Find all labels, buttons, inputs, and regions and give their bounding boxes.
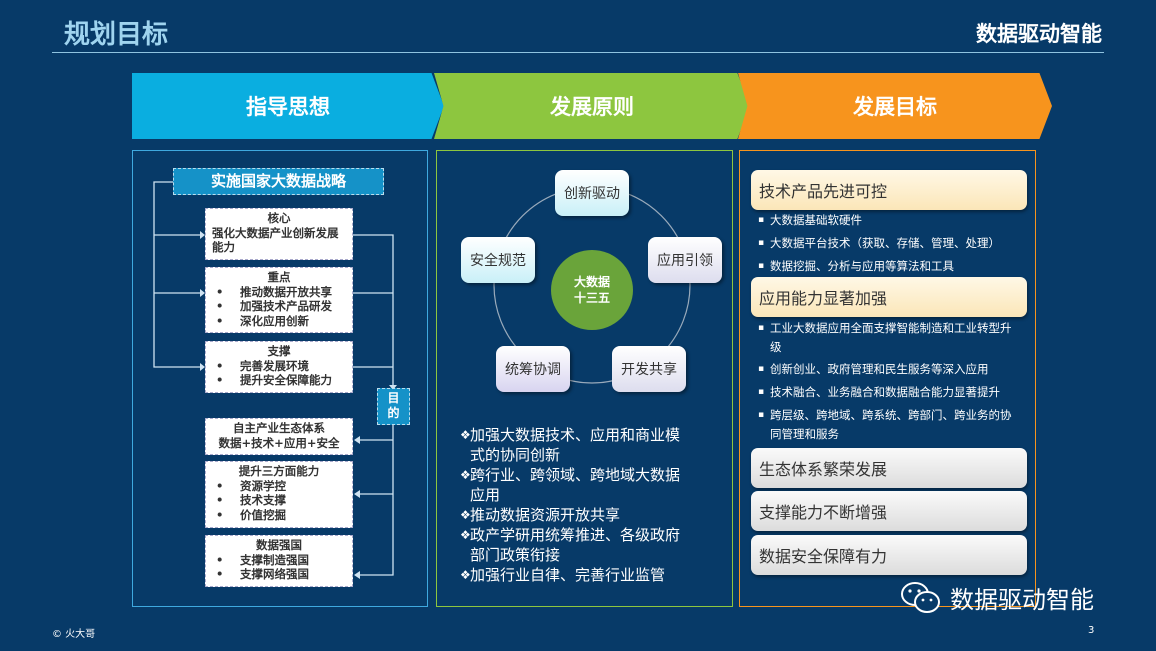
goal-bullet: 数据挖掘、分析与应用等算法和工具 (758, 257, 1028, 276)
arrow-label: 发展目标 (853, 95, 937, 119)
brand-title: 数据驱动智能 (976, 22, 1102, 46)
box-bullet: 价值挖掘 (212, 508, 346, 523)
data-power-box: 数据强国支撑制造强国支撑网络强国 (205, 535, 353, 587)
diamond-icon: ❖ (460, 468, 471, 482)
support-box: 支撑完善发展环境提升安全保障能力 (205, 341, 353, 393)
box-bullet: 资源学控 (212, 479, 346, 494)
principle-text: 政产学研用统筹推进、各级政府部门政策衔接 (470, 526, 681, 564)
page-number: 3 (1088, 625, 1095, 636)
watermark: 数据驱动智能 (900, 580, 1094, 615)
goal-bullet: 大数据基础软硬件 (758, 211, 1028, 230)
principle-item: ❖跨行业、跨领域、跨地域大数据应用 (436, 465, 733, 505)
goal-bullet: 跨层级、跨地域、跨系统、跨部门、跨业务的协同管理和服务 (758, 406, 1020, 444)
principle-text: 跨行业、跨领域、跨地域大数据应用 (470, 466, 681, 504)
diamond-icon: ❖ (460, 428, 471, 442)
node-sharing: 开发共享 (612, 346, 686, 392)
diamond-icon: ❖ (460, 508, 471, 522)
goal-header-application: 应用能力显著加强 (751, 277, 1027, 317)
box-text: 强化大数据产业创新发展能力 (212, 225, 339, 255)
box-bullet: 完善发展环境 (212, 359, 346, 374)
principle-item: ❖加强行业自律、完善行业监管 (436, 565, 733, 585)
box-bullet: 加强技术产品研发 (212, 299, 346, 314)
arrow-goals: 发展目标 (738, 73, 1052, 139)
node-coordination: 统筹协调 (496, 346, 570, 392)
goal-bullet: 工业大数据应用全面支撑智能制造和工业转型升级 (758, 319, 1020, 357)
box-title: 支撑 (267, 344, 291, 358)
goal-header-tech: 技术产品先进可控 (751, 170, 1027, 210)
principles-panel (436, 150, 733, 607)
node-security: 安全规范 (461, 237, 535, 283)
box-title: 自主产业生态体系 (233, 421, 325, 435)
core-box: 核心强化大数据产业创新发展能力 (205, 208, 353, 260)
goal-bullet: 技术融合、业务融合和数据融合能力显著提升 (758, 383, 1028, 402)
box-bullet: 支撑网络强国 (212, 567, 346, 582)
diamond-icon: ❖ (460, 528, 471, 542)
principle-text: 推动数据资源开放共享 (470, 506, 621, 524)
goal-header-security: 数据安全保障有力 (751, 535, 1027, 575)
arrow-label: 指导思想 (246, 95, 330, 119)
goals-panel (739, 150, 1036, 607)
diamond-icon: ❖ (460, 568, 471, 582)
principles-list: ❖加强大数据技术、应用和商业模式的协同创新 ❖跨行业、跨领域、跨地域大数据应用 … (436, 425, 733, 585)
goal-bullet: 创新创业、政府管理和民生服务等深入应用 (758, 360, 1028, 379)
ecosystem-box: 自主产业生态体系数据+技术+应用+安全 (205, 418, 353, 455)
box-title: 提升三方面能力 (238, 464, 320, 478)
box-title: 重点 (267, 270, 291, 284)
goal-bullet: 大数据平台技术（获取、存储、管理、处理） (758, 234, 1028, 253)
header-divider (52, 52, 1104, 53)
principle-item: ❖推动数据资源开放共享 (436, 505, 733, 525)
goal-header-ecosystem: 生态体系繁荣发展 (751, 448, 1027, 488)
purpose-box: 目的 (377, 388, 410, 425)
box-text: 数据+技术+应用+安全 (218, 435, 340, 450)
box-bullet: 深化应用创新 (212, 314, 346, 329)
arrow-guide: 指导思想 (132, 73, 444, 139)
wechat-icon (901, 581, 940, 613)
principle-text: 加强行业自律、完善行业监管 (470, 566, 666, 584)
principle-item: ❖加强大数据技术、应用和商业模式的协同创新 (436, 425, 733, 465)
box-bullet: 提升安全保障能力 (212, 373, 346, 388)
box-title: 核心 (267, 211, 291, 225)
page-title: 规划目标 (64, 20, 169, 50)
node-application: 应用引领 (648, 237, 722, 283)
principle-text: 加强大数据技术、应用和商业模式的协同创新 (470, 426, 681, 464)
capability-box: 提升三方面能力资源学控技术支撑价值挖掘 (205, 461, 353, 528)
strategy-banner: 实施国家大数据战略 (173, 168, 384, 195)
watermark-text: 数据驱动智能 (950, 586, 1094, 614)
arrow-principles: 发展原则 (434, 73, 750, 139)
box-bullet: 支撑制造强国 (212, 553, 346, 568)
box-title: 数据强国 (256, 538, 302, 552)
copyright: © 火大哥 (52, 629, 96, 640)
principle-item: ❖政产学研用统筹推进、各级政府部门政策衔接 (436, 525, 733, 565)
center-circle: 大数据十三五 (551, 250, 633, 330)
guide-panel (132, 150, 428, 607)
center-label: 十三五 (573, 291, 610, 305)
focus-box: 重点推动数据开放共享加强技术产品研发深化应用创新 (205, 267, 353, 333)
goal-header-support: 支撑能力不断增强 (751, 491, 1027, 531)
box-bullet: 推动数据开放共享 (212, 285, 346, 300)
node-innovation: 创新驱动 (555, 170, 629, 216)
arrow-label: 发展原则 (550, 95, 634, 119)
box-bullet: 技术支撑 (212, 493, 346, 508)
center-label: 大数据 (573, 275, 610, 289)
